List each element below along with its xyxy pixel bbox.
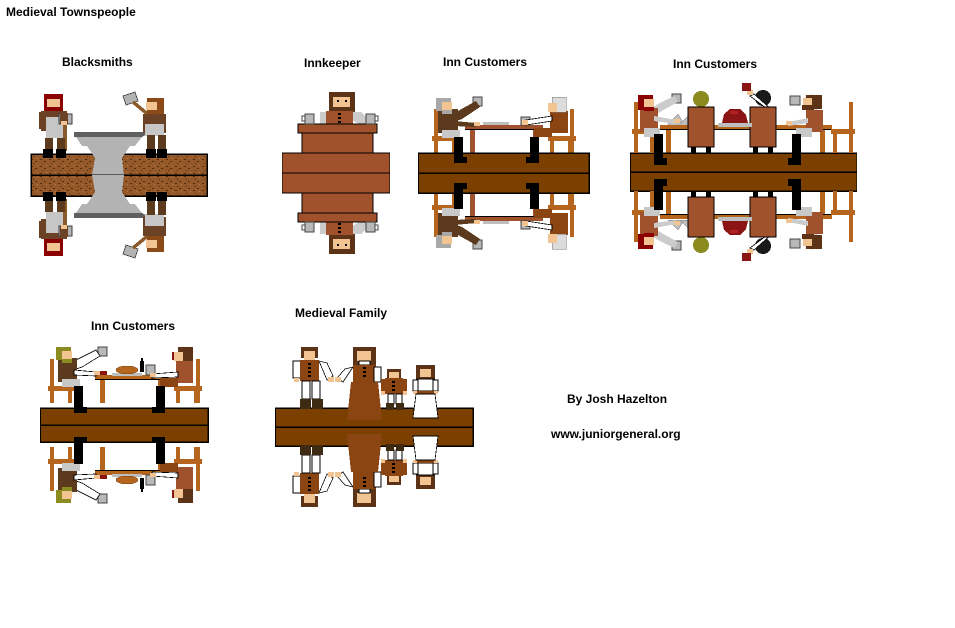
upper-half [275, 346, 474, 428]
section-label-medieval-family: Medieval Family [295, 306, 388, 320]
credit-website: www.juniorgeneral.org [551, 427, 681, 441]
mirrored-half [40, 424, 209, 504]
section-label-inn-customers-1: Inn Customers [443, 55, 528, 69]
mirrored-half [30, 173, 208, 260]
inn-customers-1-miniature [418, 96, 590, 250]
section-label-innkeeper: Innkeeper [304, 56, 361, 70]
inn-customers-3-miniature [40, 346, 209, 504]
upper-half [418, 96, 590, 174]
upper-half [30, 90, 208, 177]
medieval-family-miniature [275, 346, 474, 508]
innkeeper-miniature [282, 91, 390, 255]
section-label-blacksmiths: Blacksmiths [62, 55, 133, 69]
credit-author: By Josh Hazelton [567, 392, 668, 406]
section-label-inn-customers-2: Inn Customers [673, 57, 758, 71]
upper-half [282, 91, 390, 174]
mirrored-half [418, 172, 590, 250]
mirrored-half [275, 426, 474, 508]
section-label-inn-customers-3: Inn Customers [91, 319, 176, 333]
upper-half [40, 346, 209, 426]
upper-half [630, 82, 857, 173]
inn-customers-2-miniature [630, 82, 857, 262]
mirrored-half [630, 171, 857, 262]
page-title: Medieval Townspeople [6, 5, 136, 19]
blacksmiths-miniature [30, 90, 208, 260]
mirrored-half [282, 172, 390, 255]
